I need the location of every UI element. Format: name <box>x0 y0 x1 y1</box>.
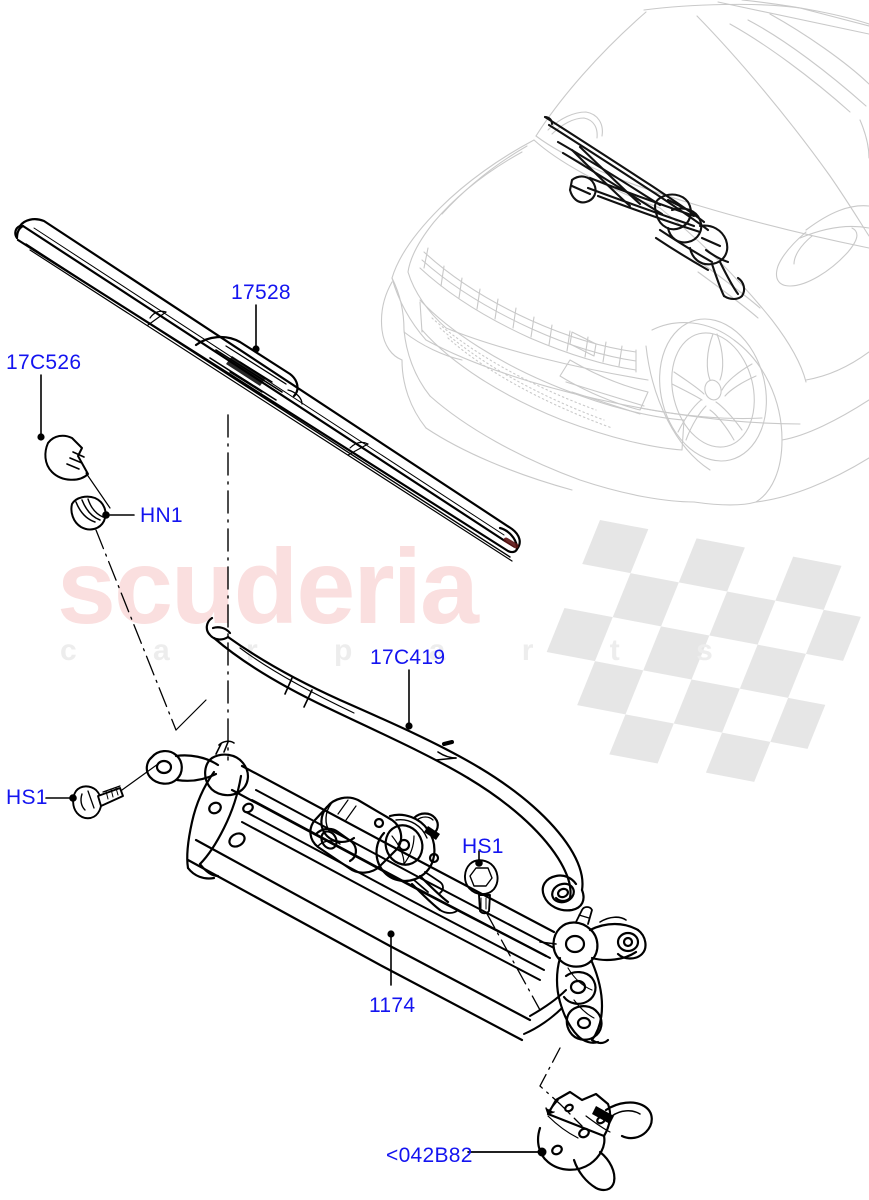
label-17528[interactable]: 17528 <box>231 281 291 304</box>
label-1174[interactable]: 1174 <box>369 994 416 1017</box>
part-wiper-blade <box>14 218 521 562</box>
label-17c419[interactable]: 17C419 <box>370 646 446 669</box>
label-hn1[interactable]: HN1 <box>140 504 183 527</box>
part-wiper-arm <box>205 616 585 912</box>
label-17c526[interactable]: 17C526 <box>6 351 82 374</box>
label-hs1-left[interactable]: HS1 <box>6 786 48 809</box>
part-pivot-cap <box>44 434 89 481</box>
part-screw-right <box>464 859 499 915</box>
part-wiper-linkage-assembly <box>145 740 647 1045</box>
part-arm-nut <box>70 495 107 531</box>
part-screw-left <box>72 785 124 820</box>
label-042b82[interactable]: <042B82 <box>386 1144 473 1167</box>
label-hs1-right[interactable]: HS1 <box>462 835 504 858</box>
part-linkage-bracket <box>537 1090 653 1192</box>
